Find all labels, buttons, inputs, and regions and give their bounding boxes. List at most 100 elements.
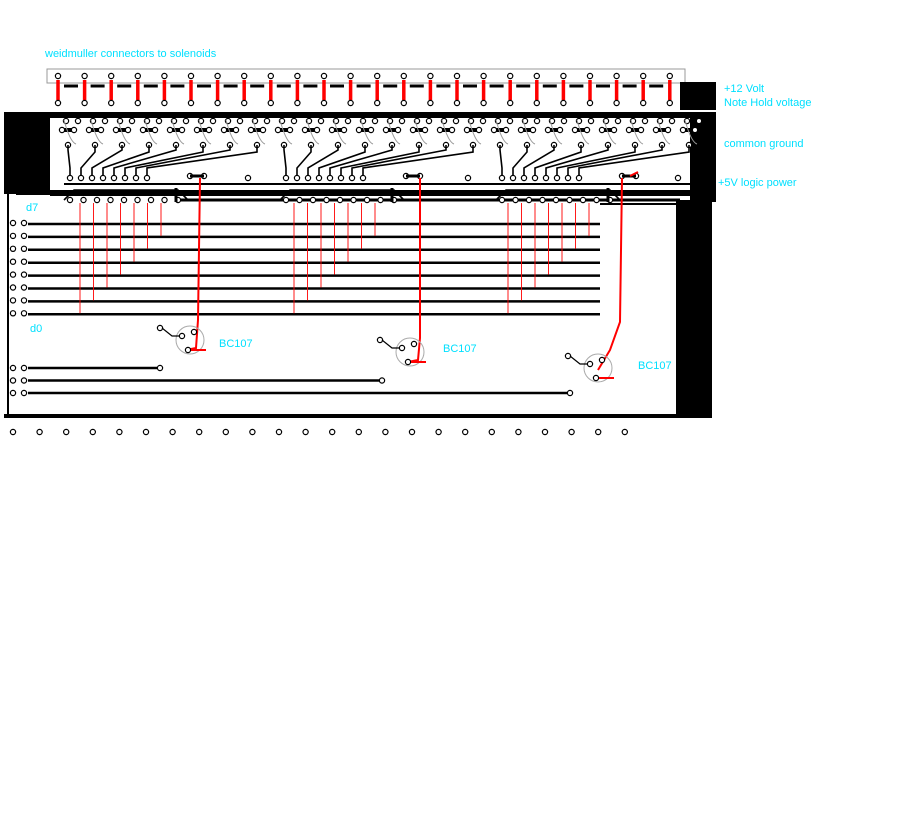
logic-pad <box>498 174 506 182</box>
driver-trace <box>534 145 582 178</box>
connector-pin-top <box>54 72 62 80</box>
bus-edge-pad <box>20 219 28 227</box>
connector-pin-bottom <box>400 99 407 107</box>
bottom-pad <box>302 428 309 436</box>
component-pad <box>209 117 217 125</box>
connector-pin-top <box>161 72 168 80</box>
transistor-pin <box>598 356 606 364</box>
logic-pad <box>542 174 550 182</box>
driver-trace <box>351 145 447 178</box>
connector-layer <box>54 72 674 107</box>
board-outline <box>7 193 676 414</box>
transistor-label-3: BC107 <box>638 360 672 372</box>
logic-pad <box>531 174 539 182</box>
component-pad <box>571 126 579 134</box>
bottom-pad <box>89 428 97 436</box>
bottom-pad <box>169 428 176 436</box>
logic-pad <box>110 174 118 182</box>
bottom-pad <box>621 428 629 436</box>
component-outline <box>90 119 104 145</box>
connector-pin-top <box>400 72 407 80</box>
component-pad <box>139 126 147 134</box>
input-pad <box>296 196 303 204</box>
connector-pin-top <box>134 72 141 80</box>
component-pad <box>355 126 363 134</box>
collector-wire <box>629 171 639 177</box>
bottom-pad <box>462 428 469 436</box>
component-pad <box>506 117 514 125</box>
logic-pad <box>674 174 682 182</box>
driver-trace <box>512 145 528 178</box>
component-pad <box>587 117 595 125</box>
logic-pad <box>337 174 345 182</box>
input-pad <box>107 196 114 204</box>
collector-wire <box>185 177 201 351</box>
connector-pin-bottom <box>134 99 141 107</box>
group-bus <box>279 189 405 201</box>
component-outline <box>144 119 158 145</box>
connector-pin-bottom <box>214 99 221 107</box>
transistor-body <box>395 337 425 367</box>
logic-pad <box>575 174 583 182</box>
logic-pad <box>66 174 74 182</box>
d0-label: d0 <box>30 323 43 335</box>
logic-pad <box>326 174 334 182</box>
bus-edge-pad <box>20 245 28 252</box>
component-pad <box>398 117 406 125</box>
driver-trace <box>67 145 71 178</box>
logic-power-label: +5V logic power <box>718 177 797 189</box>
component-pad <box>97 126 105 134</box>
component-pad <box>448 126 456 134</box>
input-pad <box>566 196 573 204</box>
transistor-pin <box>592 374 600 382</box>
connector-pin-top <box>214 72 221 80</box>
transistor-layer <box>156 324 614 383</box>
group-bus <box>495 189 621 201</box>
logic-pad <box>520 174 528 182</box>
component-pad <box>85 126 93 134</box>
connector-pin-top <box>613 72 620 80</box>
driver-trace <box>102 145 150 178</box>
logic-pad <box>348 174 356 182</box>
input-pad <box>147 196 155 204</box>
select-edge-pad <box>9 364 17 372</box>
logic-pad <box>509 174 517 182</box>
component-outline <box>522 119 536 145</box>
collector-wire <box>407 178 421 363</box>
bottom-pad <box>515 428 522 436</box>
connector-pin-bottom <box>161 99 168 107</box>
select-end-pad <box>566 389 574 397</box>
component-outline <box>603 119 617 145</box>
component-pad <box>286 126 294 134</box>
component-pad <box>533 117 541 125</box>
bottom-pad <box>408 428 416 436</box>
logic-pad <box>293 174 301 182</box>
input-pad <box>309 196 317 204</box>
bus-edge-pad <box>9 297 17 304</box>
bus-edge-pad <box>9 271 17 278</box>
component-outline <box>414 119 428 145</box>
component-outline <box>252 119 266 145</box>
bottom-pad <box>9 428 17 436</box>
input-pad <box>350 196 357 204</box>
bus-edge-pad <box>20 258 28 265</box>
component-pad <box>637 126 645 134</box>
input-pad <box>282 196 290 204</box>
component-pad <box>529 126 537 134</box>
bottom-pad <box>568 428 575 436</box>
logic-pad <box>564 174 572 182</box>
component-pad <box>502 126 510 134</box>
component-outline <box>441 119 455 145</box>
select-end-pad <box>378 377 386 384</box>
d7-label: d7 <box>26 202 39 214</box>
connector-pin-top <box>240 72 248 80</box>
component-outline <box>549 119 563 145</box>
bottom-pad <box>595 428 602 436</box>
component-outline <box>279 119 293 145</box>
v12-label: +12 Volt <box>724 83 765 95</box>
component-pad <box>394 126 402 134</box>
driver-trace <box>124 145 204 178</box>
input-pad <box>66 196 74 204</box>
board-frame <box>4 82 716 418</box>
input-pad <box>498 196 506 204</box>
